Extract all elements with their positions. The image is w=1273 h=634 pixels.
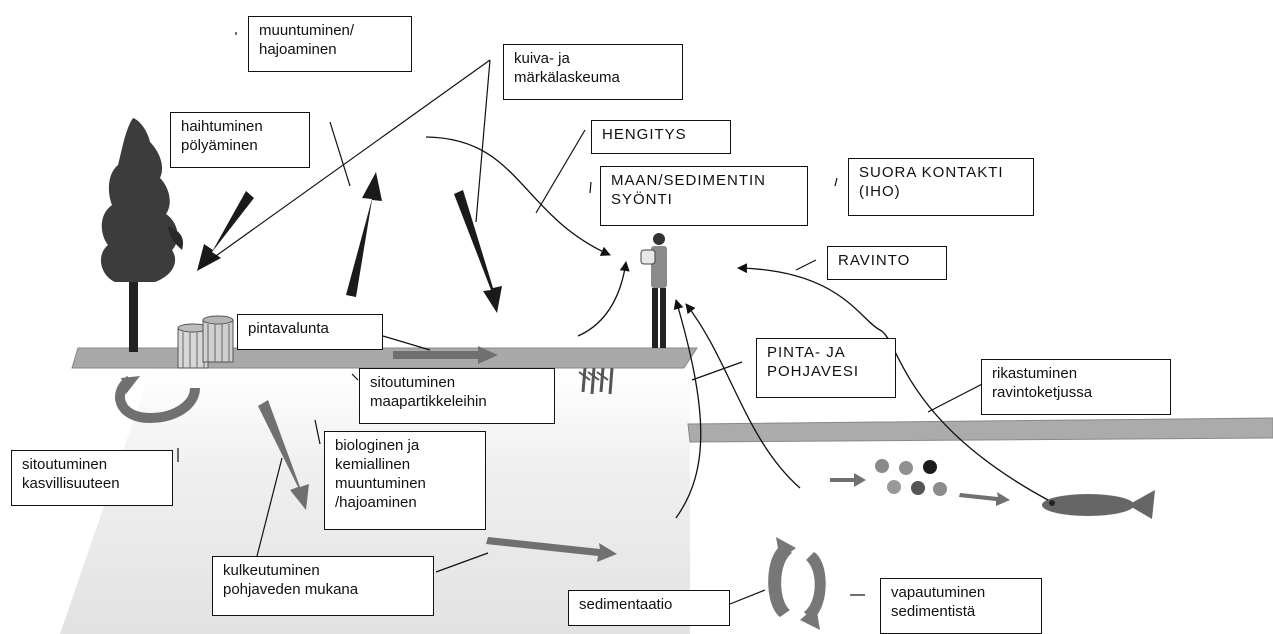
dark-flow-arrows — [197, 172, 502, 313]
label-laskeuma: kuiva- ja märkälaskeuma — [503, 44, 683, 100]
label-pintavalunta: pintavalunta — [237, 314, 383, 350]
label-ravinto: RAVINTO — [827, 246, 947, 280]
label-muuntuminen: muuntuminen/ hajoaminen — [248, 16, 412, 72]
label-sitoutuminen-maapartikkeleihin: sitoutuminen maapartikkeleihin — [359, 368, 555, 424]
label-rikastuminen: rikastuminen ravintoketjussa — [981, 359, 1171, 415]
label-maan-sedimentin-syonti: MAAN/SEDIMENTIN SYÖNTI — [600, 166, 808, 226]
particle-cluster — [875, 459, 947, 496]
barrel-icon — [178, 316, 233, 368]
label-haihtuminen: haihtuminen pölyäminen — [170, 112, 310, 168]
water-surface — [688, 418, 1273, 442]
label-kulkeutuminen: kulkeutuminen pohjaveden mukana — [212, 556, 434, 616]
ground-surface — [72, 348, 697, 368]
label-vapautuminen: vapautuminen sedimentistä — [880, 578, 1042, 634]
label-sedimentaatio: sedimentaatio — [568, 590, 730, 626]
label-hengitys: HENGITYS — [591, 120, 731, 154]
label-pinta-ja-pohjavesi: PINTA- JA POHJAVESI — [756, 338, 896, 398]
cycle-icon — [768, 537, 826, 630]
label-sitoutuminen-kasvillisuuteen: sitoutuminen kasvillisuuteen — [11, 450, 173, 506]
fish-icon — [1042, 490, 1155, 519]
person-icon — [641, 233, 667, 348]
label-suora-kontakti: SUORA KONTAKTI (IHO) — [848, 158, 1034, 216]
label-biologinen-muuntuminen: biologinen ja kemiallinen muuntuminen /h… — [324, 431, 486, 530]
